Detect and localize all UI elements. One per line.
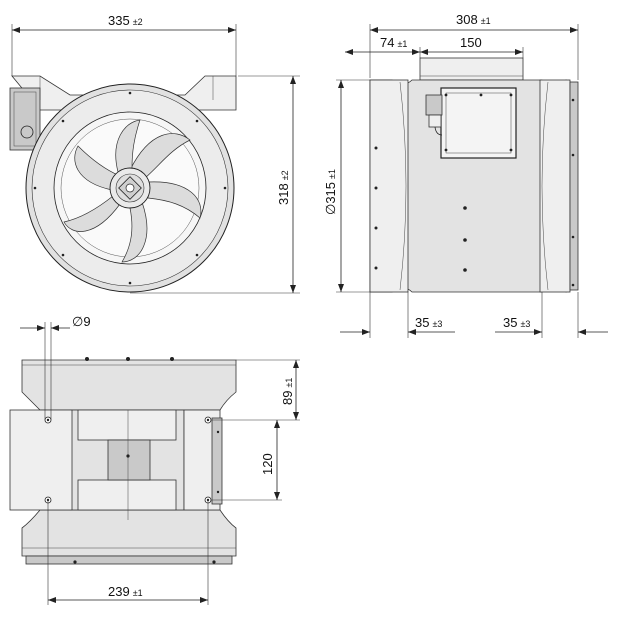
dim-120: 120 [260,453,275,475]
side-right-flange [539,79,571,293]
dimension-labels: 335±2 318±2 308±1 74±1 150 ∅315±1 35±3 3… [72,12,530,599]
cable-gland [425,94,443,136]
front-view [9,75,237,293]
front-rim-holes [33,91,227,285]
dim-318: 318±2 [276,170,291,205]
bottom-lower-body [21,509,237,557]
bottom-upper-body [21,359,237,411]
dim-74: 74±1 [380,35,407,50]
dim-150: 150 [460,35,482,50]
side-view [369,57,579,293]
side-terminal-box [440,87,517,159]
left-mounting-bracket [9,409,73,511]
side-top-plate [419,57,524,81]
dim-35-right: 35±3 [503,315,530,330]
dim-308: 308±1 [456,12,491,27]
dim-diameter-9: ∅9 [72,314,91,329]
side-left-flange [369,79,409,293]
front-terminal-box [9,87,41,151]
side-body-holes [374,98,575,287]
fan-impeller [63,119,202,263]
bottom-view [9,357,237,565]
dim-diameter-315: ∅315±1 [323,169,338,215]
dimension-lines [11,24,608,605]
dim-35-left: 35±3 [415,315,442,330]
dim-89: 89±1 [280,378,295,405]
dim-239: 239±1 [108,584,143,599]
dim-335: 335±2 [108,13,143,28]
